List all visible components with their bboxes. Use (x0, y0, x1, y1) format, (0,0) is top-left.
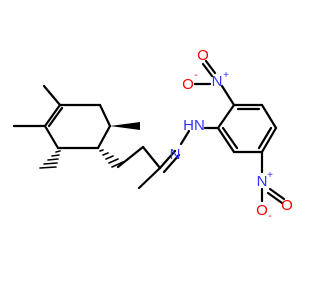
ring-bond (98, 103, 112, 128)
benzene-ring (216, 103, 278, 154)
nitro-n-o-double-bond (201, 62, 214, 78)
nitro-group-para: N + O O - (256, 150, 293, 222)
aromatic-bond (216, 103, 236, 130)
hashed-bond-methyl (39, 150, 61, 169)
imine-double-bond-inner (162, 153, 181, 174)
nitro-nitrogen-label: N (257, 173, 268, 190)
nitro-positive-charge: + (267, 170, 273, 181)
imine-double-bond (158, 149, 177, 170)
hydrazone-nh-label: HN (183, 117, 205, 134)
nitro-n-o-double-bond-inner (204, 59, 217, 75)
nitro-n-o-double-bond (268, 187, 286, 201)
nitro-oxygen-negative-charge: - (194, 70, 197, 81)
n-n-bond (179, 129, 191, 146)
chain-bond (116, 145, 145, 169)
hashed-bond-side-chain (99, 149, 124, 168)
chemical-structure-diagram: N HN N + O O - N + O O - (12, 47, 293, 222)
nitro-n-o-double-bond-inner (266, 191, 284, 205)
nitro-oxygen-negative-charge: - (268, 211, 271, 222)
imine-nitrogen-label: N (170, 146, 181, 163)
chain-bond (141, 145, 162, 170)
aromatic-bond (260, 126, 278, 154)
ring-bond (43, 124, 60, 150)
structure-canvas: N HN N + O O - N + O O - (12, 47, 293, 222)
nitro-positive-charge: + (223, 70, 229, 81)
ring-methyl-groups (12, 84, 140, 169)
aromatic-bond (216, 126, 236, 154)
aromatic-inner-bond (221, 126, 239, 150)
methyl-bond (42, 84, 62, 107)
nitro-c-n-bond (220, 84, 236, 107)
aromatic-inner-bond (257, 126, 273, 150)
ring-double-bond-inner (47, 106, 64, 128)
ring-bond (96, 124, 112, 150)
nitro-oxygen-double-label: O (197, 47, 209, 64)
nitro-oxygen-single-label: O (182, 76, 194, 93)
aromatic-bond (260, 103, 278, 130)
methyl-bond (137, 166, 162, 190)
nitro-oxygen-single-label: O (256, 202, 268, 219)
nitro-oxygen-double-label: O (281, 197, 293, 214)
wedge-bond-methyl (110, 122, 140, 130)
cyclohexene-ring (43, 103, 112, 150)
nitro-nitrogen-label: N (212, 73, 223, 90)
ring-bond (43, 103, 62, 128)
nitro-group-ortho: N + O O - (182, 47, 236, 107)
side-chain (116, 145, 181, 190)
